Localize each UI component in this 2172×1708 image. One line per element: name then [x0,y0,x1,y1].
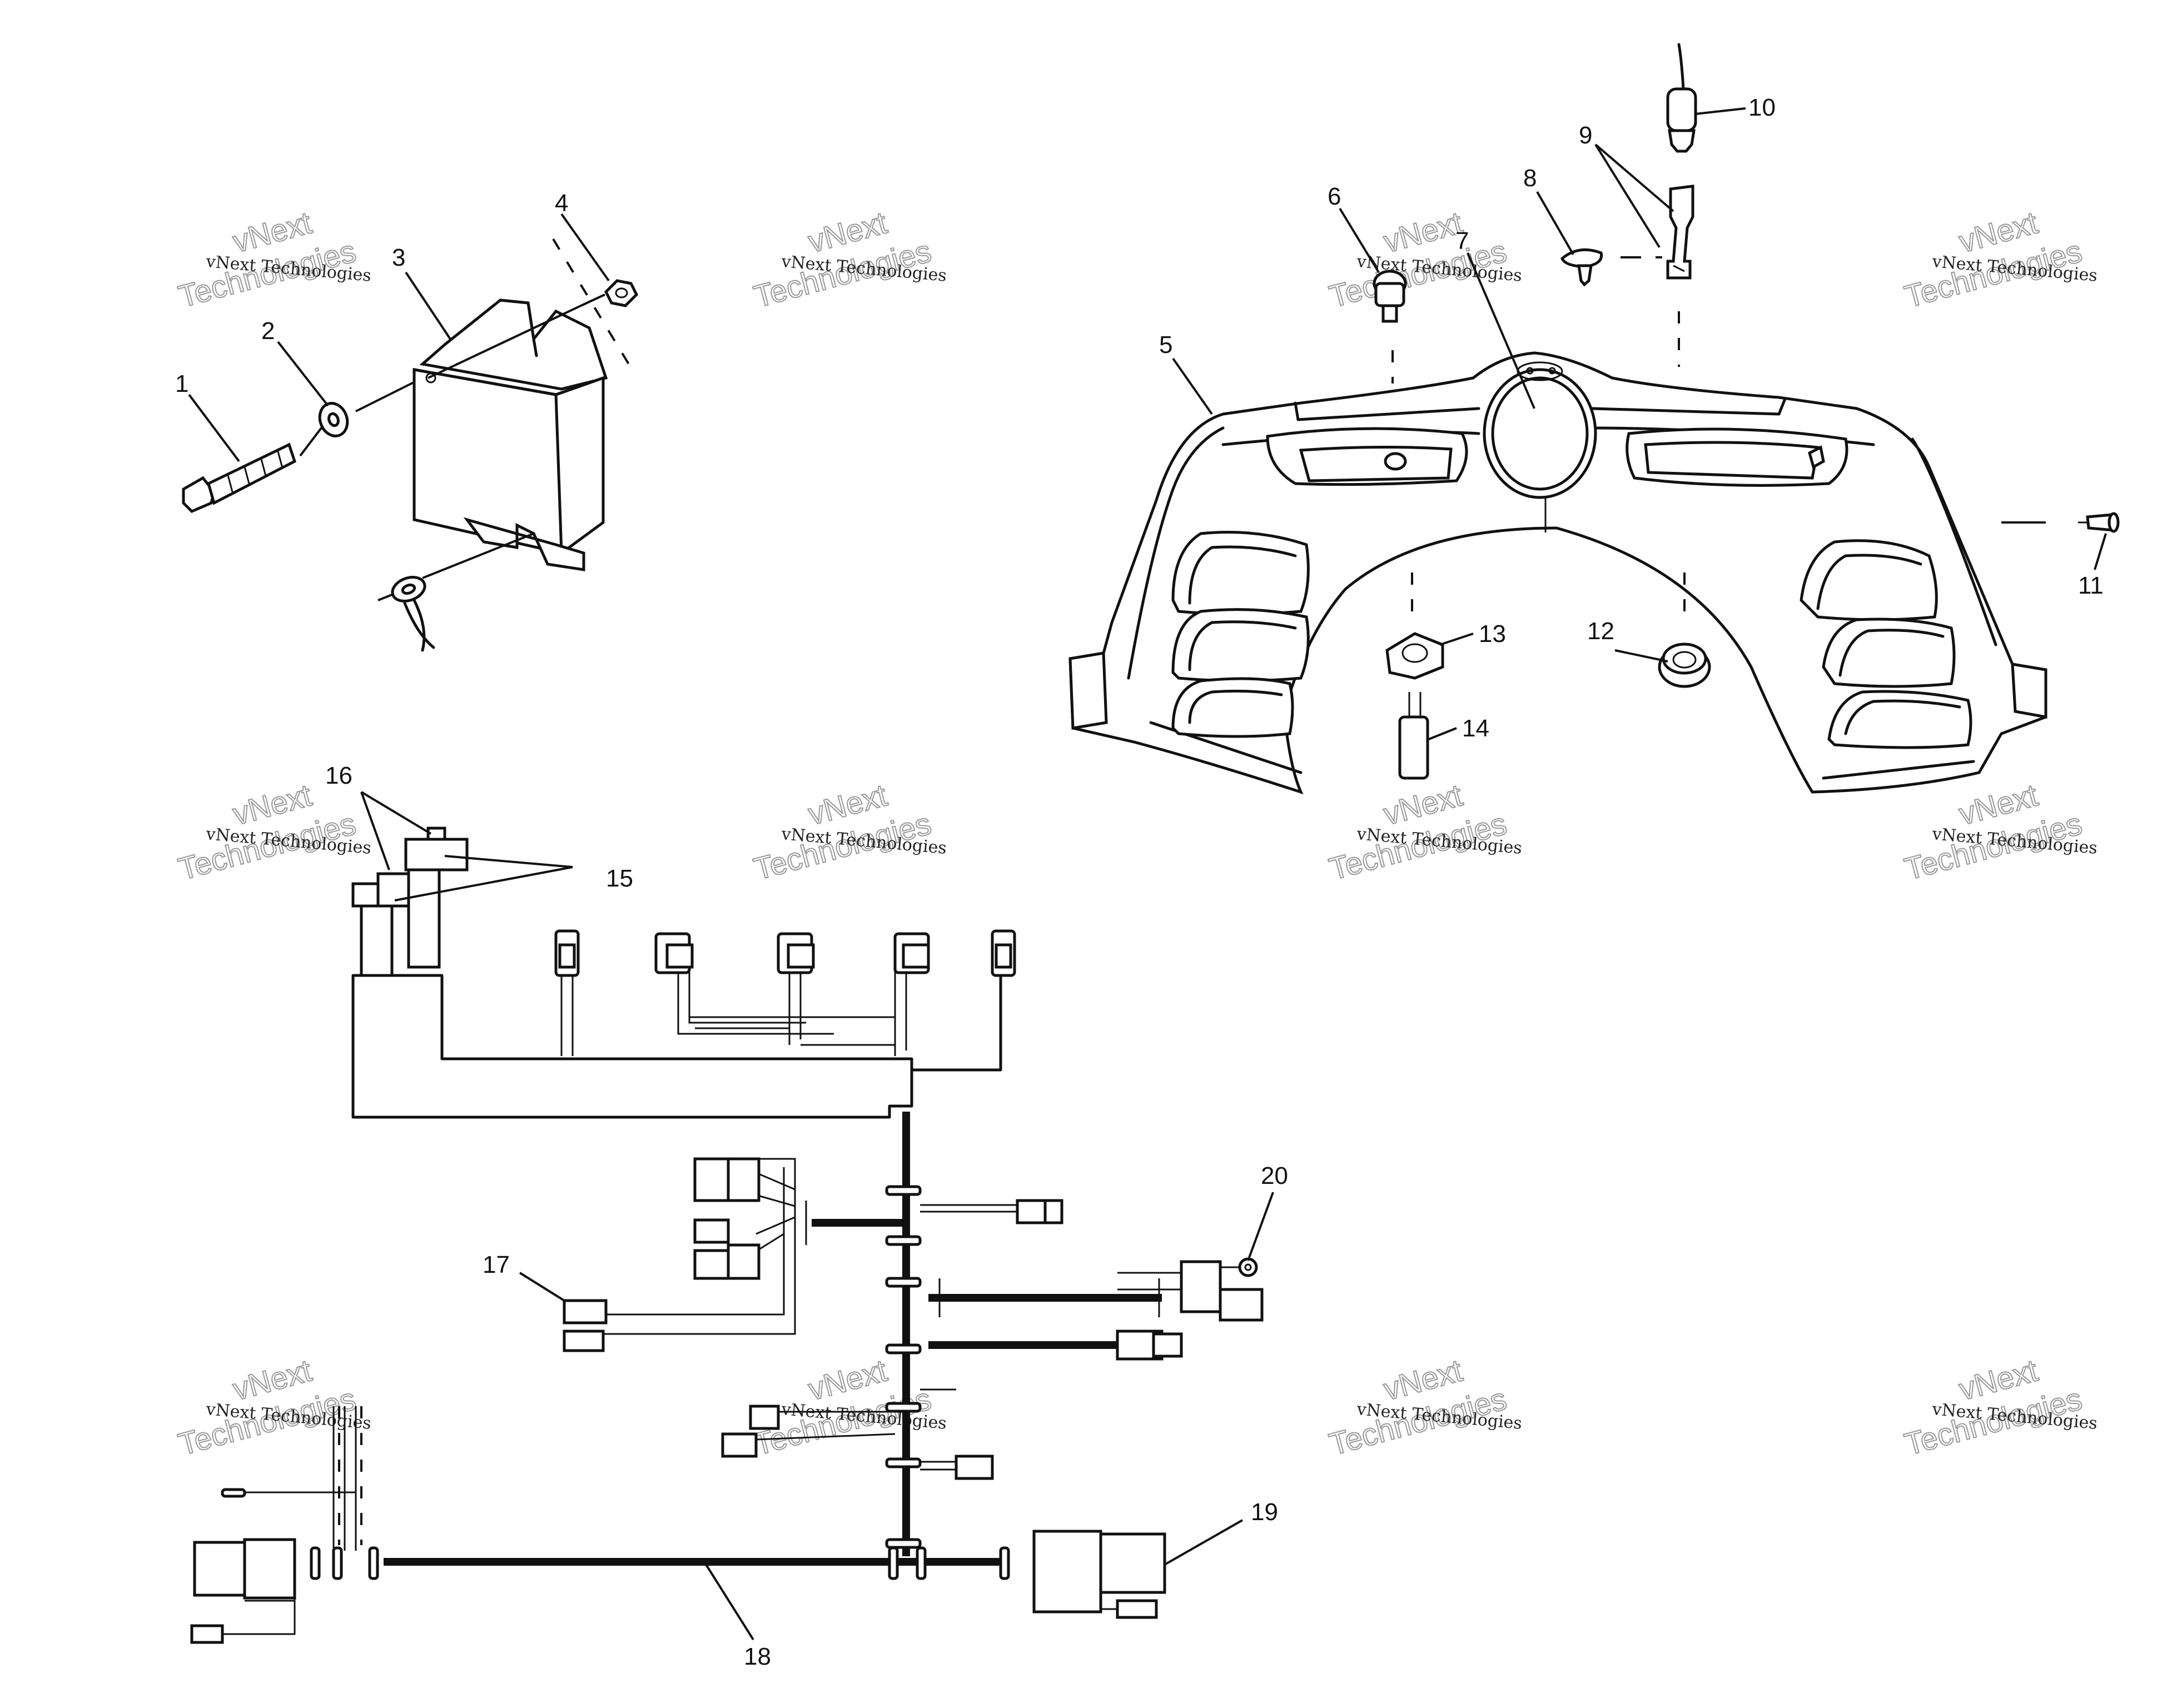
connector [693,1243,761,1280]
connector [563,1329,605,1352]
connector [693,1218,730,1244]
connector [1032,1530,1166,1614]
watermark: vNext Technologies vNext Technologies [174,204,372,315]
callout-9: 9 [1579,122,1592,149]
watermark: vNext Technologies vNext Technologies [174,1352,372,1462]
watermark: vNext Technologies vNext Technologies [174,776,372,887]
connector [693,1157,761,1202]
connector [404,826,469,969]
connector [1116,1599,1158,1619]
callout-13: 13 [1479,620,1506,648]
connector [991,929,1016,977]
wiring-harness [190,826,1264,1644]
push-rivet [1560,248,1603,287]
nut [604,279,639,307]
connector [193,1538,296,1600]
bolt [182,442,297,513]
callout-8: 8 [1523,165,1537,192]
connector [221,1488,246,1498]
callout-10: 10 [1748,94,1776,121]
connector [893,932,930,974]
watermark: vNext Technologies vNext Technologies [749,204,947,315]
callout-labels: 1 2 3 4 5 6 7 8 9 10 11 12 13 14 15 16 1… [175,94,2104,1670]
watermark: vNext Technologies vNext Technologies [1900,776,2098,887]
callout-7: 7 [1455,227,1469,255]
indicator-lamp-socket [1373,270,1407,384]
stud [1398,692,1429,780]
callout-17: 17 [483,1251,510,1278]
connector [190,1624,224,1644]
callout-15: 15 [606,865,633,892]
cdi-module [412,298,608,571]
watermark: vNext Technologies vNext Technologies [1900,204,2098,315]
connector [563,1299,608,1324]
callout-19: 19 [1251,1498,1278,1526]
washer [318,402,349,437]
watermark: vNext Technologies vNext Technologies [1325,776,1523,887]
watermark: vNext Technologies vNext Technologies [749,776,947,887]
callout-leaders [188,107,2107,1641]
watermark: vNext Technologies vNext Technologies [1900,1352,2098,1462]
instrument-panel [1068,351,2047,795]
callout-20: 20 [1261,1162,1288,1189]
callout-14: 14 [1462,715,1489,742]
callout-3: 3 [392,244,405,271]
callout-5: 5 [1159,331,1172,358]
connector [777,932,815,974]
bulb-holder [1621,185,1694,367]
mounting-nut [1385,572,1444,680]
callout-2: 2 [261,317,275,345]
watermark: vNext Technologies vNext Technologies [1325,204,1523,315]
watermark: vNext Technologies vNext Technologies [1325,1352,1523,1462]
connector [955,1455,994,1480]
callout-12: 12 [1587,618,1614,645]
callout-1: 1 [175,370,188,397]
connector [1016,1199,1063,1224]
connector [654,932,694,974]
callout-11: 11 [2078,572,2104,599]
connector [351,872,419,977]
callout-18: 18 [744,1643,771,1670]
connector [1116,1329,1183,1361]
callout-16: 16 [325,762,352,789]
ring-terminal [1220,1257,1258,1277]
callout-6: 6 [1328,183,1341,210]
callout-4: 4 [555,190,568,217]
bulb [1666,43,1697,153]
connector [554,929,580,977]
connector [721,1405,780,1458]
connector [1180,1260,1264,1322]
flange-nut [1658,572,1711,688]
ground-terminal [377,532,534,652]
screw [2001,512,2120,533]
